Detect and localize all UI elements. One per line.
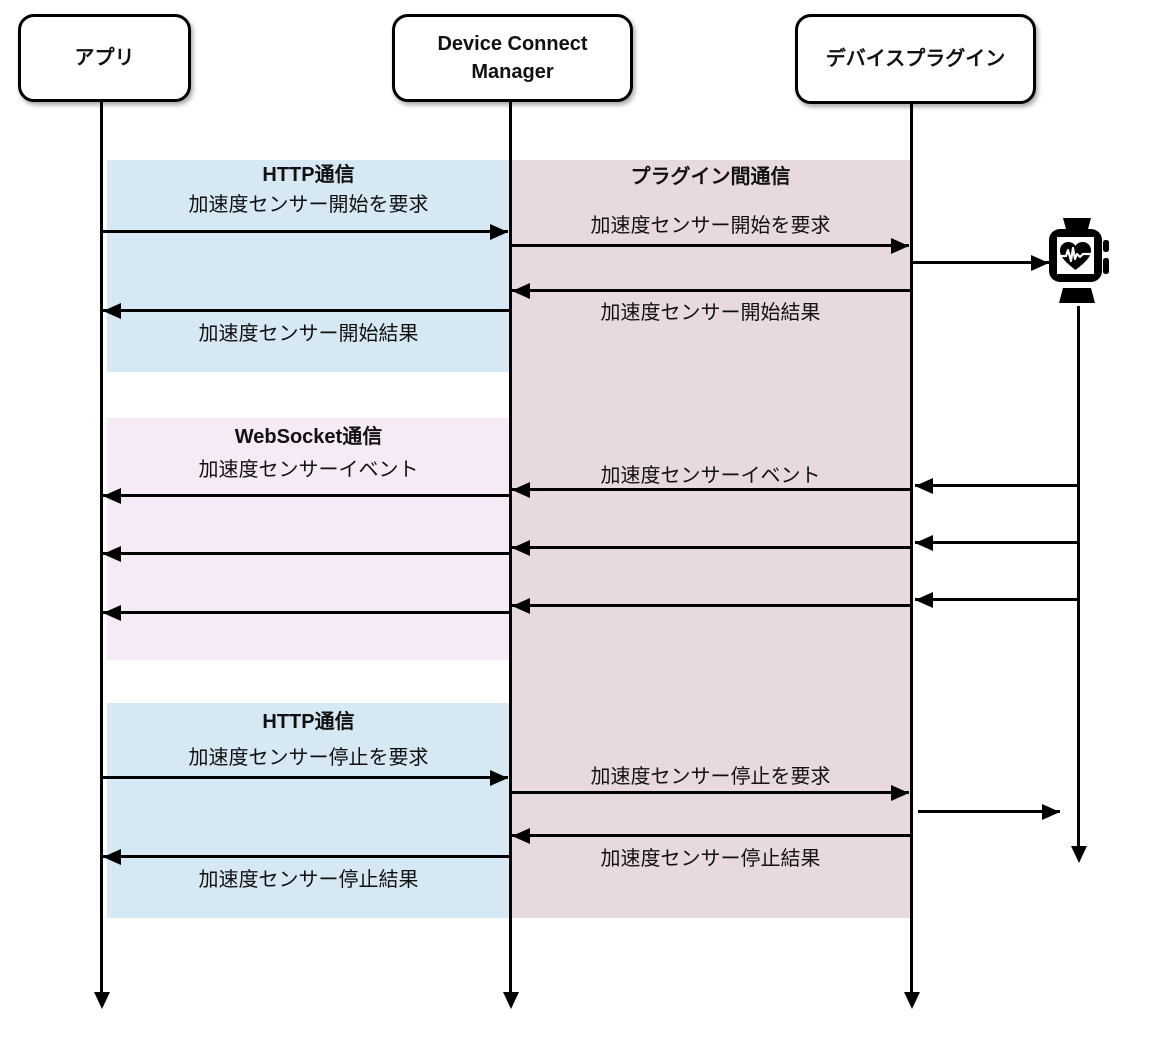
message-arrow-plugin-to-watch (911, 261, 1049, 265)
lifeline-plugin-arrowhead-icon (904, 992, 920, 1009)
http-stop-band (107, 703, 510, 918)
actor-box-app: アプリ (18, 14, 191, 102)
lifeline-manager-arrowhead-icon (503, 992, 519, 1009)
actor-box-device-plugin: デバイスプラグイン (795, 14, 1036, 104)
message-label-stop-request-app: 加速度センサー停止を要求 (188, 747, 429, 769)
lifeline-manager (509, 96, 512, 994)
message-label-event-plugin: 加速度センサーイベント (600, 465, 821, 487)
message-arrow-stop-result-app (103, 855, 510, 859)
message-label-start-result-plugin: 加速度センサー開始結果 (600, 302, 821, 324)
http-start-band (107, 160, 510, 372)
band-title-http-start: HTTP通信 (262, 164, 355, 186)
lifeline-app (100, 96, 103, 994)
message-arrow-event2-app (103, 552, 510, 556)
lifeline-watch (1077, 306, 1080, 848)
band-title-websocket: WebSocket通信 (234, 426, 383, 448)
message-arrow-event1-plugin (512, 488, 911, 492)
message-arrow-stop-request-plugin (510, 791, 909, 795)
lifeline-plugin (910, 98, 913, 994)
message-arrow-event2-watch (915, 541, 1078, 545)
message-arrow-stop-result-plugin (512, 834, 913, 838)
websocket-band (107, 418, 510, 660)
actor-label-app: アプリ (74, 47, 135, 69)
message-arrow-plugin-to-watch-stop (918, 810, 1060, 814)
actor-box-device-connect-manager: Device Connect Manager (392, 14, 633, 102)
message-arrow-start-request-plugin (510, 244, 909, 248)
lifeline-app-arrowhead-icon (94, 992, 110, 1009)
message-arrow-stop-request-app (101, 776, 508, 780)
message-label-start-request-app: 加速度センサー開始を要求 (188, 194, 429, 216)
message-label-stop-result-app: 加速度センサー停止結果 (198, 869, 419, 891)
lifeline-watch-arrowhead-icon (1071, 846, 1087, 863)
message-arrow-event3-watch (915, 598, 1078, 602)
plugin-communication-band (510, 160, 911, 918)
message-label-stop-request-plugin: 加速度センサー停止を要求 (590, 766, 831, 788)
message-arrow-event3-plugin (512, 604, 911, 608)
band-title-plugin-communication: プラグイン間通信 (630, 166, 791, 188)
message-arrow-start-result-plugin (512, 289, 913, 293)
message-arrow-start-request-app (101, 230, 508, 234)
message-label-event-app: 加速度センサーイベント (198, 459, 419, 481)
message-arrow-event1-watch (915, 484, 1078, 488)
band-title-http-stop: HTTP通信 (262, 711, 355, 733)
actor-label-device-plugin: デバイスプラグイン (825, 48, 1006, 70)
smartwatch-heartrate-icon (1046, 218, 1110, 311)
message-arrow-start-result-app (103, 309, 510, 313)
message-arrow-event2-plugin (512, 546, 911, 550)
message-label-stop-result-plugin: 加速度センサー停止結果 (600, 848, 821, 870)
message-label-start-result-app: 加速度センサー開始結果 (198, 323, 419, 345)
message-label-start-request-plugin: 加速度センサー開始を要求 (590, 215, 831, 237)
message-arrow-event1-app (103, 494, 510, 498)
actor-label-device-connect-manager: Device Connect Manager (437, 33, 588, 83)
message-arrow-event3-app (103, 611, 510, 615)
